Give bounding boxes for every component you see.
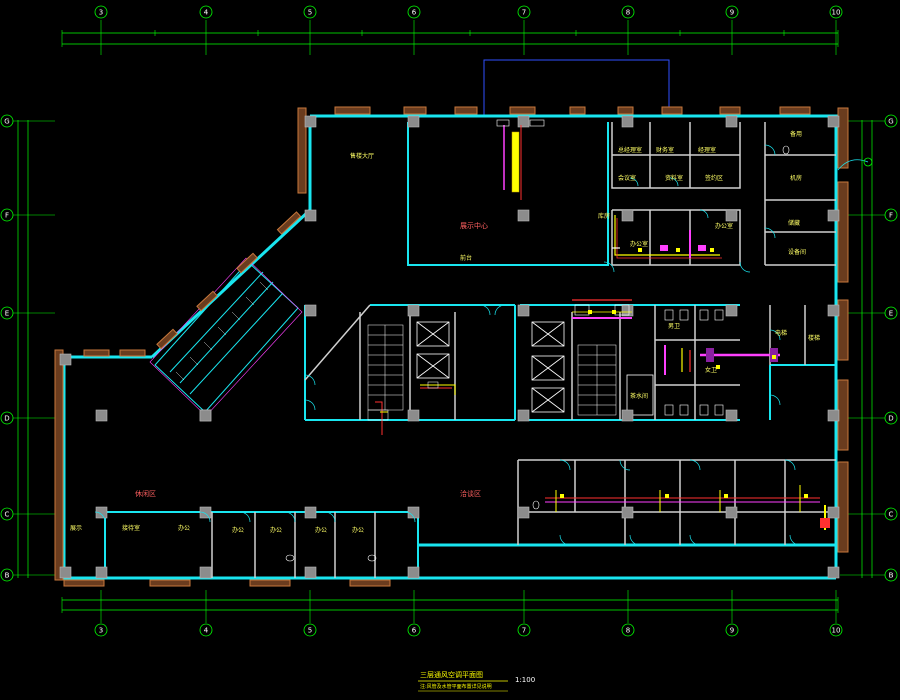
axis-bottom-8: 8: [626, 627, 630, 635]
diffusers: [514, 150, 808, 498]
room-label-pantry: 茶水间: [630, 392, 648, 400]
elevators: [416, 321, 654, 416]
room-label-right3: 储藏: [788, 219, 800, 227]
room-label-right4: 设备间: [788, 248, 806, 256]
top-dimension-lines: [17, 32, 873, 611]
windows-brown: [54, 106, 849, 587]
columns: [59, 115, 840, 579]
room-label-left-big: 休闲区: [135, 489, 156, 498]
room-label-office2: 财务室: [656, 146, 674, 154]
room-label-bottom6: 办公: [315, 526, 327, 534]
axis-top-9: 9: [730, 9, 734, 17]
axis-left-F: F: [5, 212, 9, 220]
axis-bottom-7: 7: [522, 627, 526, 635]
dimension-ticks: [61, 30, 839, 613]
axis-top-7: 7: [522, 9, 526, 17]
hvac-pipes-wc: [664, 345, 780, 375]
room-label-bottom1: 展示: [70, 525, 82, 532]
axis-left-C: C: [5, 511, 10, 519]
axis-left-G: G: [4, 118, 9, 126]
hvac-pipes-east: [612, 215, 722, 259]
room-label-store3: 办公室: [715, 222, 733, 230]
hvac-pipes-center: [572, 299, 632, 319]
room-label-center-bottom: 前台: [460, 254, 472, 262]
axis-top-6: 6: [412, 9, 417, 17]
room-label-bottom7: 办公: [352, 526, 364, 534]
axis-bottom-4: 4: [204, 627, 209, 635]
ne-arc: [837, 159, 869, 171]
axis-right-G: G: [888, 118, 893, 126]
axis-top-4: 4: [204, 9, 209, 17]
axis-top-10: 10: [832, 9, 841, 17]
room-label-office4: 会议室: [618, 174, 636, 182]
toilet-fixtures: [285, 145, 790, 562]
axis-bubbles-side: [0, 114, 898, 582]
axis-right-E: E: [889, 310, 893, 318]
axis-right-C: C: [889, 511, 894, 519]
axis-top-8: 8: [626, 9, 630, 17]
axis-grid-vertical: [100, 20, 837, 623]
room-label-male-wc: 男卫: [668, 323, 680, 330]
interior-walls: [104, 122, 836, 578]
ne-marker: [863, 157, 873, 167]
room-label-stair: 楼梯: [808, 334, 820, 342]
room-label-bottom5: 办公: [270, 526, 282, 534]
door-swings: [94, 144, 801, 546]
axis-bottom-3: 3: [99, 627, 103, 635]
stair-left: [367, 324, 404, 411]
room-label-office1: 总经理室: [618, 146, 642, 154]
stair-center: [577, 344, 617, 416]
room-label-center-hall: 展示中心: [460, 221, 488, 230]
hvac-pipes-lobby: [367, 381, 456, 435]
windows-diagonal: [156, 211, 302, 350]
room-label-bottom4: 办公: [232, 526, 244, 534]
room-label-store1: 库房: [598, 212, 610, 220]
room-label-bottom2: 接待室: [122, 524, 140, 532]
room-label-lobby: 洽谈区: [460, 489, 481, 498]
escalator-steps: [175, 281, 269, 381]
room-label-elec: 电梯: [775, 329, 787, 337]
room-label-office5: 资料室: [665, 174, 683, 182]
drawing-title: 三层通风空调平面图: [420, 670, 483, 679]
axis-grid-horizontal: [12, 120, 888, 576]
axis-bottom-9: 9: [730, 627, 734, 635]
axis-bubbles-bottom: [94, 623, 843, 637]
room-label-top-left: 售楼大厅: [350, 152, 374, 160]
axis-bubbles-top: [94, 5, 843, 19]
room-label-right2: 机房: [790, 174, 802, 182]
room-label-store2: 办公室: [630, 240, 648, 248]
room-label-bottom3: 办公: [178, 524, 190, 532]
drawing-scale: 1:100: [515, 676, 535, 684]
escalators: [154, 261, 299, 413]
axis-right-F: F: [889, 212, 893, 220]
room-label-office3: 经理室: [698, 146, 716, 154]
room-label-lab: 签约区: [705, 174, 723, 182]
axis-right-D: D: [888, 415, 893, 423]
axis-left-E: E: [5, 310, 9, 318]
axis-bottom-6: 6: [412, 627, 417, 635]
hvac-pipes-south: [545, 485, 830, 530]
axis-left-D: D: [4, 415, 9, 423]
axis-bottom-5: 5: [308, 627, 312, 635]
room-label-female-wc: 女卫: [705, 366, 717, 374]
axis-top-5: 5: [308, 9, 312, 17]
axis-top-3: 3: [99, 9, 103, 17]
partitions: [211, 122, 836, 578]
hvac-duct-main: [496, 119, 545, 200]
room-label-right1: 备用: [790, 130, 802, 138]
axis-bottom-10: 10: [832, 627, 841, 635]
drawing-note: 注:风管及水管平面布置详见说明: [420, 683, 492, 690]
axis-left-B: B: [5, 572, 10, 580]
axis-right-B: B: [889, 572, 894, 580]
